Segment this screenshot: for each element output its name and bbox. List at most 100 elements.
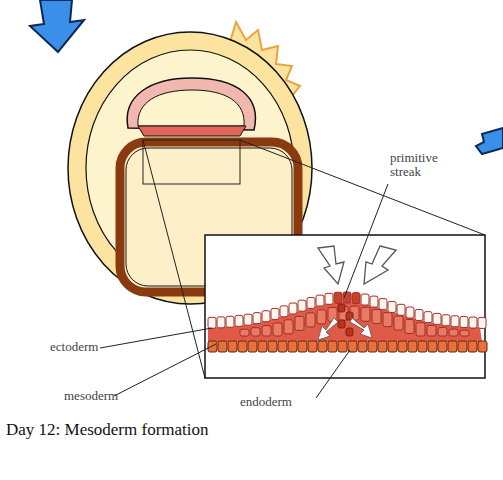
mesoderm-cell (251, 328, 260, 336)
ectoderm-cell (334, 292, 342, 303)
figure-caption: Day 12: Mesoderm formation (6, 420, 209, 440)
layer-label: ectoderm (50, 340, 98, 354)
migration-arrow (318, 246, 344, 284)
endoderm-cell (368, 341, 377, 352)
migration-arrow (364, 246, 396, 284)
mesoderm-cell (372, 310, 381, 324)
mesoderm-layer (208, 302, 482, 342)
ectoderm-cell (271, 308, 279, 319)
ectoderm-cell (244, 314, 252, 325)
leader-line (344, 184, 388, 298)
ectoderm-cell (361, 294, 369, 305)
endoderm-cell (228, 341, 237, 352)
ectoderm-cell (280, 306, 288, 317)
ectoderm-cell (325, 293, 333, 304)
ectoderm-cell (415, 309, 423, 320)
ectoderm-cell (226, 316, 234, 327)
endoderm-cell (478, 341, 487, 352)
cell-layers (208, 292, 487, 352)
ectoderm-cell (307, 297, 315, 308)
mesoderm-cell (416, 323, 425, 336)
mesoderm-cell (361, 307, 370, 321)
layer-label: endoderm (240, 395, 292, 409)
ectoderm-cell (262, 311, 270, 322)
ectoderm-cell (433, 313, 441, 324)
ectoderm-cell (442, 315, 450, 326)
ectoderm-cell (424, 312, 432, 323)
endoderm-cell (428, 341, 437, 352)
leader-line (114, 344, 216, 396)
endoderm-cell (468, 341, 477, 352)
leader-line (100, 328, 212, 348)
endoderm-cell (458, 341, 467, 352)
endoderm-cell (298, 341, 307, 352)
layer-label: mesoderm (64, 389, 118, 403)
endoderm-cell (378, 341, 387, 352)
streak-cell (346, 328, 353, 336)
mesoderm-cell (262, 326, 271, 336)
mesoderm-cell (394, 316, 403, 330)
mesoderm-cell (273, 323, 282, 336)
ectoderm-cell (451, 316, 459, 327)
mesoderm-cell (284, 320, 293, 334)
endoderm-cell (408, 341, 417, 352)
ectoderm-cell (298, 300, 306, 311)
endoderm-cell (278, 341, 287, 352)
migration-arrow (318, 318, 338, 340)
endoderm-cell (438, 341, 447, 352)
endoderm-cell (308, 341, 317, 352)
migration-arrow (350, 318, 372, 338)
endoderm-cell (288, 341, 297, 352)
ectoderm-cell (352, 293, 360, 304)
endoderm-cell (248, 341, 257, 352)
mesoderm-cell (449, 329, 458, 336)
ectoderm-cell (388, 301, 396, 312)
amnion (127, 78, 255, 130)
ectoderm-cell (460, 317, 468, 328)
streak-cell (338, 320, 345, 328)
endoderm-cell (238, 341, 247, 352)
ectoderm-cell (406, 307, 414, 318)
ectoderm-cell (469, 317, 477, 328)
endoderm-cell (318, 341, 327, 352)
mesoderm-cell (317, 310, 326, 324)
ectoderm-cell (397, 304, 405, 315)
zoom-line (240, 140, 485, 235)
ectoderm-cell (235, 315, 243, 326)
mesoderm-cell (240, 329, 249, 336)
mesoderm-cell (405, 320, 414, 334)
endoderm-cell (258, 341, 267, 352)
streak-cell (338, 304, 345, 312)
ectoderm-cell (370, 296, 378, 307)
endoderm-cell (328, 341, 337, 352)
ectoderm-cell (289, 303, 297, 314)
leader-line (316, 350, 350, 398)
endoderm-cell (218, 341, 227, 352)
embryonic-disc (138, 126, 246, 136)
zoom-frame (143, 140, 240, 184)
endoderm-cell (388, 341, 397, 352)
ectoderm-cell (217, 317, 225, 328)
mesoderm-cell (306, 313, 315, 327)
mesoderm-cell (427, 325, 436, 336)
endoderm-cell (418, 341, 427, 352)
mesoderm-cell (438, 328, 447, 336)
ectoderm-cell (379, 299, 387, 310)
ectoderm-cell (208, 317, 216, 328)
mesoderm-cell (295, 316, 304, 330)
ectoderm-cell (316, 295, 324, 306)
amniotic-cavity (138, 90, 244, 126)
blue-arrow (476, 128, 503, 154)
endoderm-cell (358, 341, 367, 352)
structure-label: primitive streak (390, 151, 454, 179)
mesoderm-cell (460, 330, 469, 336)
mesoderm-cell (383, 313, 392, 327)
ectoderm-cell (478, 317, 486, 328)
endoderm-cell (338, 341, 347, 352)
ectoderm-cell (253, 313, 261, 324)
endoderm-cell (448, 341, 457, 352)
endoderm-cell (268, 341, 277, 352)
zoom-line (143, 140, 205, 378)
endoderm-cell (208, 341, 217, 352)
